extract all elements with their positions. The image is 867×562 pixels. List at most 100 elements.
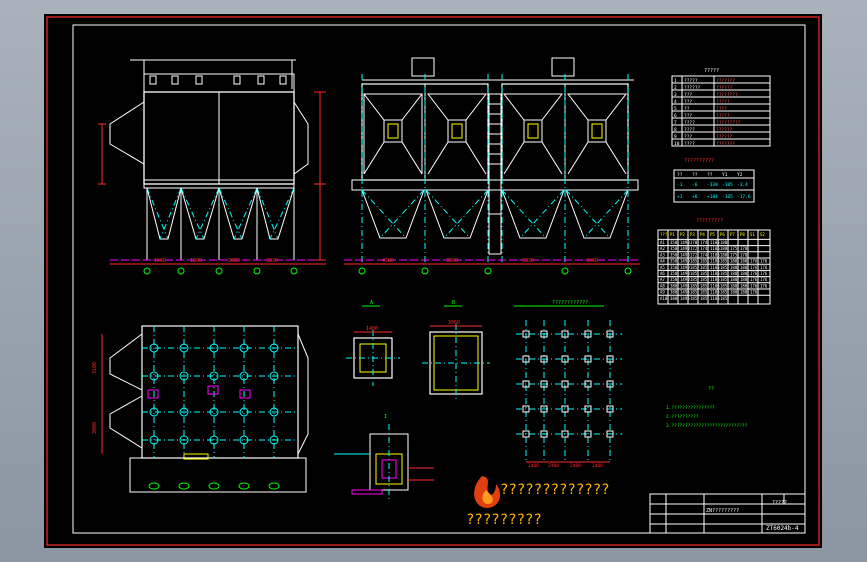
sheet-outer-frame <box>46 16 820 546</box>
support-cell: 180 <box>730 283 738 288</box>
support-cell: 176 <box>750 265 758 270</box>
support-cell: 176 <box>750 271 758 276</box>
support-cell: 350 <box>670 277 678 282</box>
parts-row-spec: ?????? <box>716 85 733 91</box>
cad-viewport[interactable]: 1660 1800 3080 3230 <box>44 14 822 548</box>
support-cell: 175 <box>730 252 738 257</box>
support-header-cell: P2 <box>680 232 685 237</box>
support-cell: 180 <box>740 277 748 282</box>
support-cell: 180 <box>720 252 728 257</box>
support-cell: 1490 <box>680 259 690 264</box>
support-cell: 185 <box>690 259 698 264</box>
support-table-title: ????????? <box>696 218 723 224</box>
parts-row-name: ?? <box>684 106 690 112</box>
load-cell: -17.6 <box>737 194 751 200</box>
foundation-dim-3: 2400 <box>570 463 581 469</box>
support-cell: A5 <box>660 265 665 270</box>
support-cell: 176 <box>760 277 768 282</box>
parts-table: ????? 1???????????? 2???????????? 3???????… <box>671 68 771 147</box>
load-cell: -105 <box>722 194 733 200</box>
support-cell: 185 <box>690 277 698 282</box>
foundation-label: ???????????? <box>552 300 588 306</box>
parts-row-num: 1 <box>674 78 677 84</box>
parts-row-num: 6 <box>674 113 677 119</box>
detail-b-dim: 3060 <box>448 320 460 326</box>
support-cell: 1185 <box>710 296 720 301</box>
plan-view: 3100 3000 <box>92 325 309 493</box>
support-header-cell: S2 <box>760 232 765 237</box>
detail-a-dim: 1400 <box>366 326 378 332</box>
support-cell: 180 <box>720 246 728 251</box>
support-cell: 178 <box>740 246 748 251</box>
support-cell: 1185 <box>710 265 720 270</box>
drawing-number: ZT6024b-4 <box>766 525 799 532</box>
support-cell: 1185 <box>710 259 720 264</box>
support-cell: 178 <box>740 252 748 257</box>
support-cell: 174 <box>700 252 708 257</box>
support-header-cell: P3 <box>690 232 695 237</box>
support-cell: 1490 <box>680 240 690 245</box>
foundation-dim-4: 2400 <box>592 463 603 469</box>
support-header-cell: P1 <box>670 232 675 237</box>
load-header-cell: ?? <box>707 172 713 178</box>
parts-row-spec: ??????? <box>716 78 735 84</box>
support-cell: A10 <box>660 296 668 301</box>
front-dim-1: 1660 <box>154 258 166 264</box>
parts-row-num: 4 <box>674 99 677 105</box>
detail-b-label: B <box>452 300 455 306</box>
support-cell: 1495 <box>680 283 690 288</box>
support-cell: A3 <box>660 252 665 257</box>
support-cell: 180 <box>730 277 738 282</box>
support-cell: 185 <box>700 290 708 295</box>
load-cell: -338 <box>707 182 718 188</box>
support-cell: 180 <box>740 259 748 264</box>
load-table-title: ?????????? <box>684 158 714 164</box>
note-line-2: 2.?????????? <box>666 414 699 420</box>
parts-row-name: ????? <box>684 78 698 84</box>
parts-row-name: ?????? <box>684 85 701 91</box>
parts-row-spec: ??????? <box>716 141 735 147</box>
cad-drawing-sheet: 1660 1800 3080 3230 <box>46 16 820 546</box>
parts-row-name: ??? <box>684 134 692 140</box>
detail-i-label: I <box>384 414 387 420</box>
support-cell: 185 <box>720 296 728 301</box>
support-cell: 350 <box>670 240 678 245</box>
parts-row-num: 10 <box>674 141 680 147</box>
support-header-cell: ??? <box>660 232 668 237</box>
support-header-cell: P7 <box>730 232 735 237</box>
front-dim-3: 3080 <box>228 258 240 264</box>
load-cell: +184 <box>707 194 718 200</box>
support-cell: A2 <box>660 246 665 251</box>
detail-b-view: B 3060 <box>422 300 490 402</box>
support-header-cell: P5 <box>710 232 715 237</box>
parts-row-num: 2 <box>674 85 677 91</box>
support-cell: 185 <box>700 296 708 301</box>
support-header-cell: S1 <box>750 232 755 237</box>
parts-row-spec: ???????? <box>716 92 738 98</box>
side-dim-3: 5530 <box>522 258 534 264</box>
sheet-label: ????? <box>772 500 787 506</box>
side-dim-1: 4580 <box>382 258 394 264</box>
support-cell: 180 <box>730 290 738 295</box>
support-cell: 1185 <box>710 277 720 282</box>
support-cell: 185 <box>700 259 708 264</box>
support-cell: 350 <box>670 271 678 276</box>
load-cell: -185 <box>722 182 733 188</box>
title-block: ????? ZN????????? ZT6024b-4 <box>649 493 806 534</box>
foundation-dim-2: 2400 <box>548 463 559 469</box>
support-cell: 176 <box>760 265 768 270</box>
support-cell: 1106 <box>710 252 720 257</box>
support-cell: 176 <box>750 259 758 264</box>
support-cell: 185 <box>700 283 708 288</box>
support-cell: 185 <box>720 290 728 295</box>
load-cell: +6 <box>692 194 698 200</box>
parts-row-spec: ?????? <box>716 134 733 140</box>
parts-row-num: 3 <box>674 92 677 98</box>
load-cell: -6 <box>692 182 698 188</box>
support-cell: 1495 <box>680 290 690 295</box>
side-dim-4: 3060 <box>586 258 598 264</box>
support-cell: 170 <box>690 240 698 245</box>
parts-row-spec: ???? <box>716 106 727 112</box>
parts-row-num: 9 <box>674 134 677 140</box>
support-cell: 185 <box>720 277 728 282</box>
